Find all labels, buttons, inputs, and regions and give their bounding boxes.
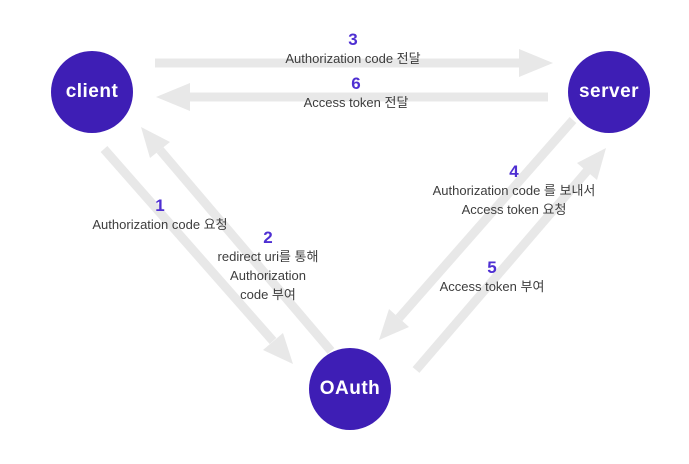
- node-client-label: client: [65, 81, 119, 102]
- flow-text-4: Authorization code 를 보내서: [432, 183, 596, 198]
- flow-label-4: 4 Authorization code 를 보내서 Access token …: [433, 162, 596, 219]
- flow-text-2: Authorization: [230, 268, 306, 283]
- node-client: client: [51, 51, 133, 133]
- flow-number-5: 5: [487, 258, 497, 277]
- arrow-server-to-client-icon: [156, 83, 548, 111]
- flow-text-2: code 부여: [240, 287, 296, 302]
- arrow-oauth-to-server-icon: [412, 148, 606, 373]
- flow-text-5: Access token 부여: [439, 279, 545, 294]
- flow-number-1: 1: [155, 196, 165, 215]
- node-oauth-label: OAuth: [319, 378, 381, 399]
- node-server-label: server: [578, 81, 640, 102]
- flow-text-6: Access token 전달: [303, 95, 409, 110]
- flow-label-3: 3 Authorization code 전달: [285, 30, 420, 68]
- flow-text-2: redirect uri를 통해: [217, 249, 319, 264]
- node-oauth: OAuth: [309, 348, 391, 430]
- flow-text-4: Access token 요청: [461, 202, 567, 217]
- flow-text-3: Authorization code 전달: [285, 51, 421, 66]
- flow-text-1: Authorization code 요청: [92, 217, 228, 232]
- flow-number-6: 6: [351, 74, 361, 93]
- arrow-oauth-to-client-icon: [141, 127, 335, 354]
- flow-number-4: 4: [509, 162, 519, 181]
- flow-label-5: 5 Access token 부여: [440, 258, 545, 296]
- flow-label-6: 6 Access token 전달: [304, 74, 409, 112]
- arrow-client-to-server-icon: [155, 49, 553, 77]
- flow-number-3: 3: [348, 30, 358, 49]
- flow-label-1: 1 Authorization code 요청: [92, 196, 227, 234]
- node-server: server: [568, 51, 650, 133]
- flow-label-2: 2 redirect uri를 통해 Authorization code 부여: [218, 228, 319, 304]
- arrow-client-to-oauth-icon: [100, 146, 293, 364]
- arrow-server-to-oauth-icon: [379, 117, 577, 340]
- flow-number-2: 2: [263, 228, 273, 247]
